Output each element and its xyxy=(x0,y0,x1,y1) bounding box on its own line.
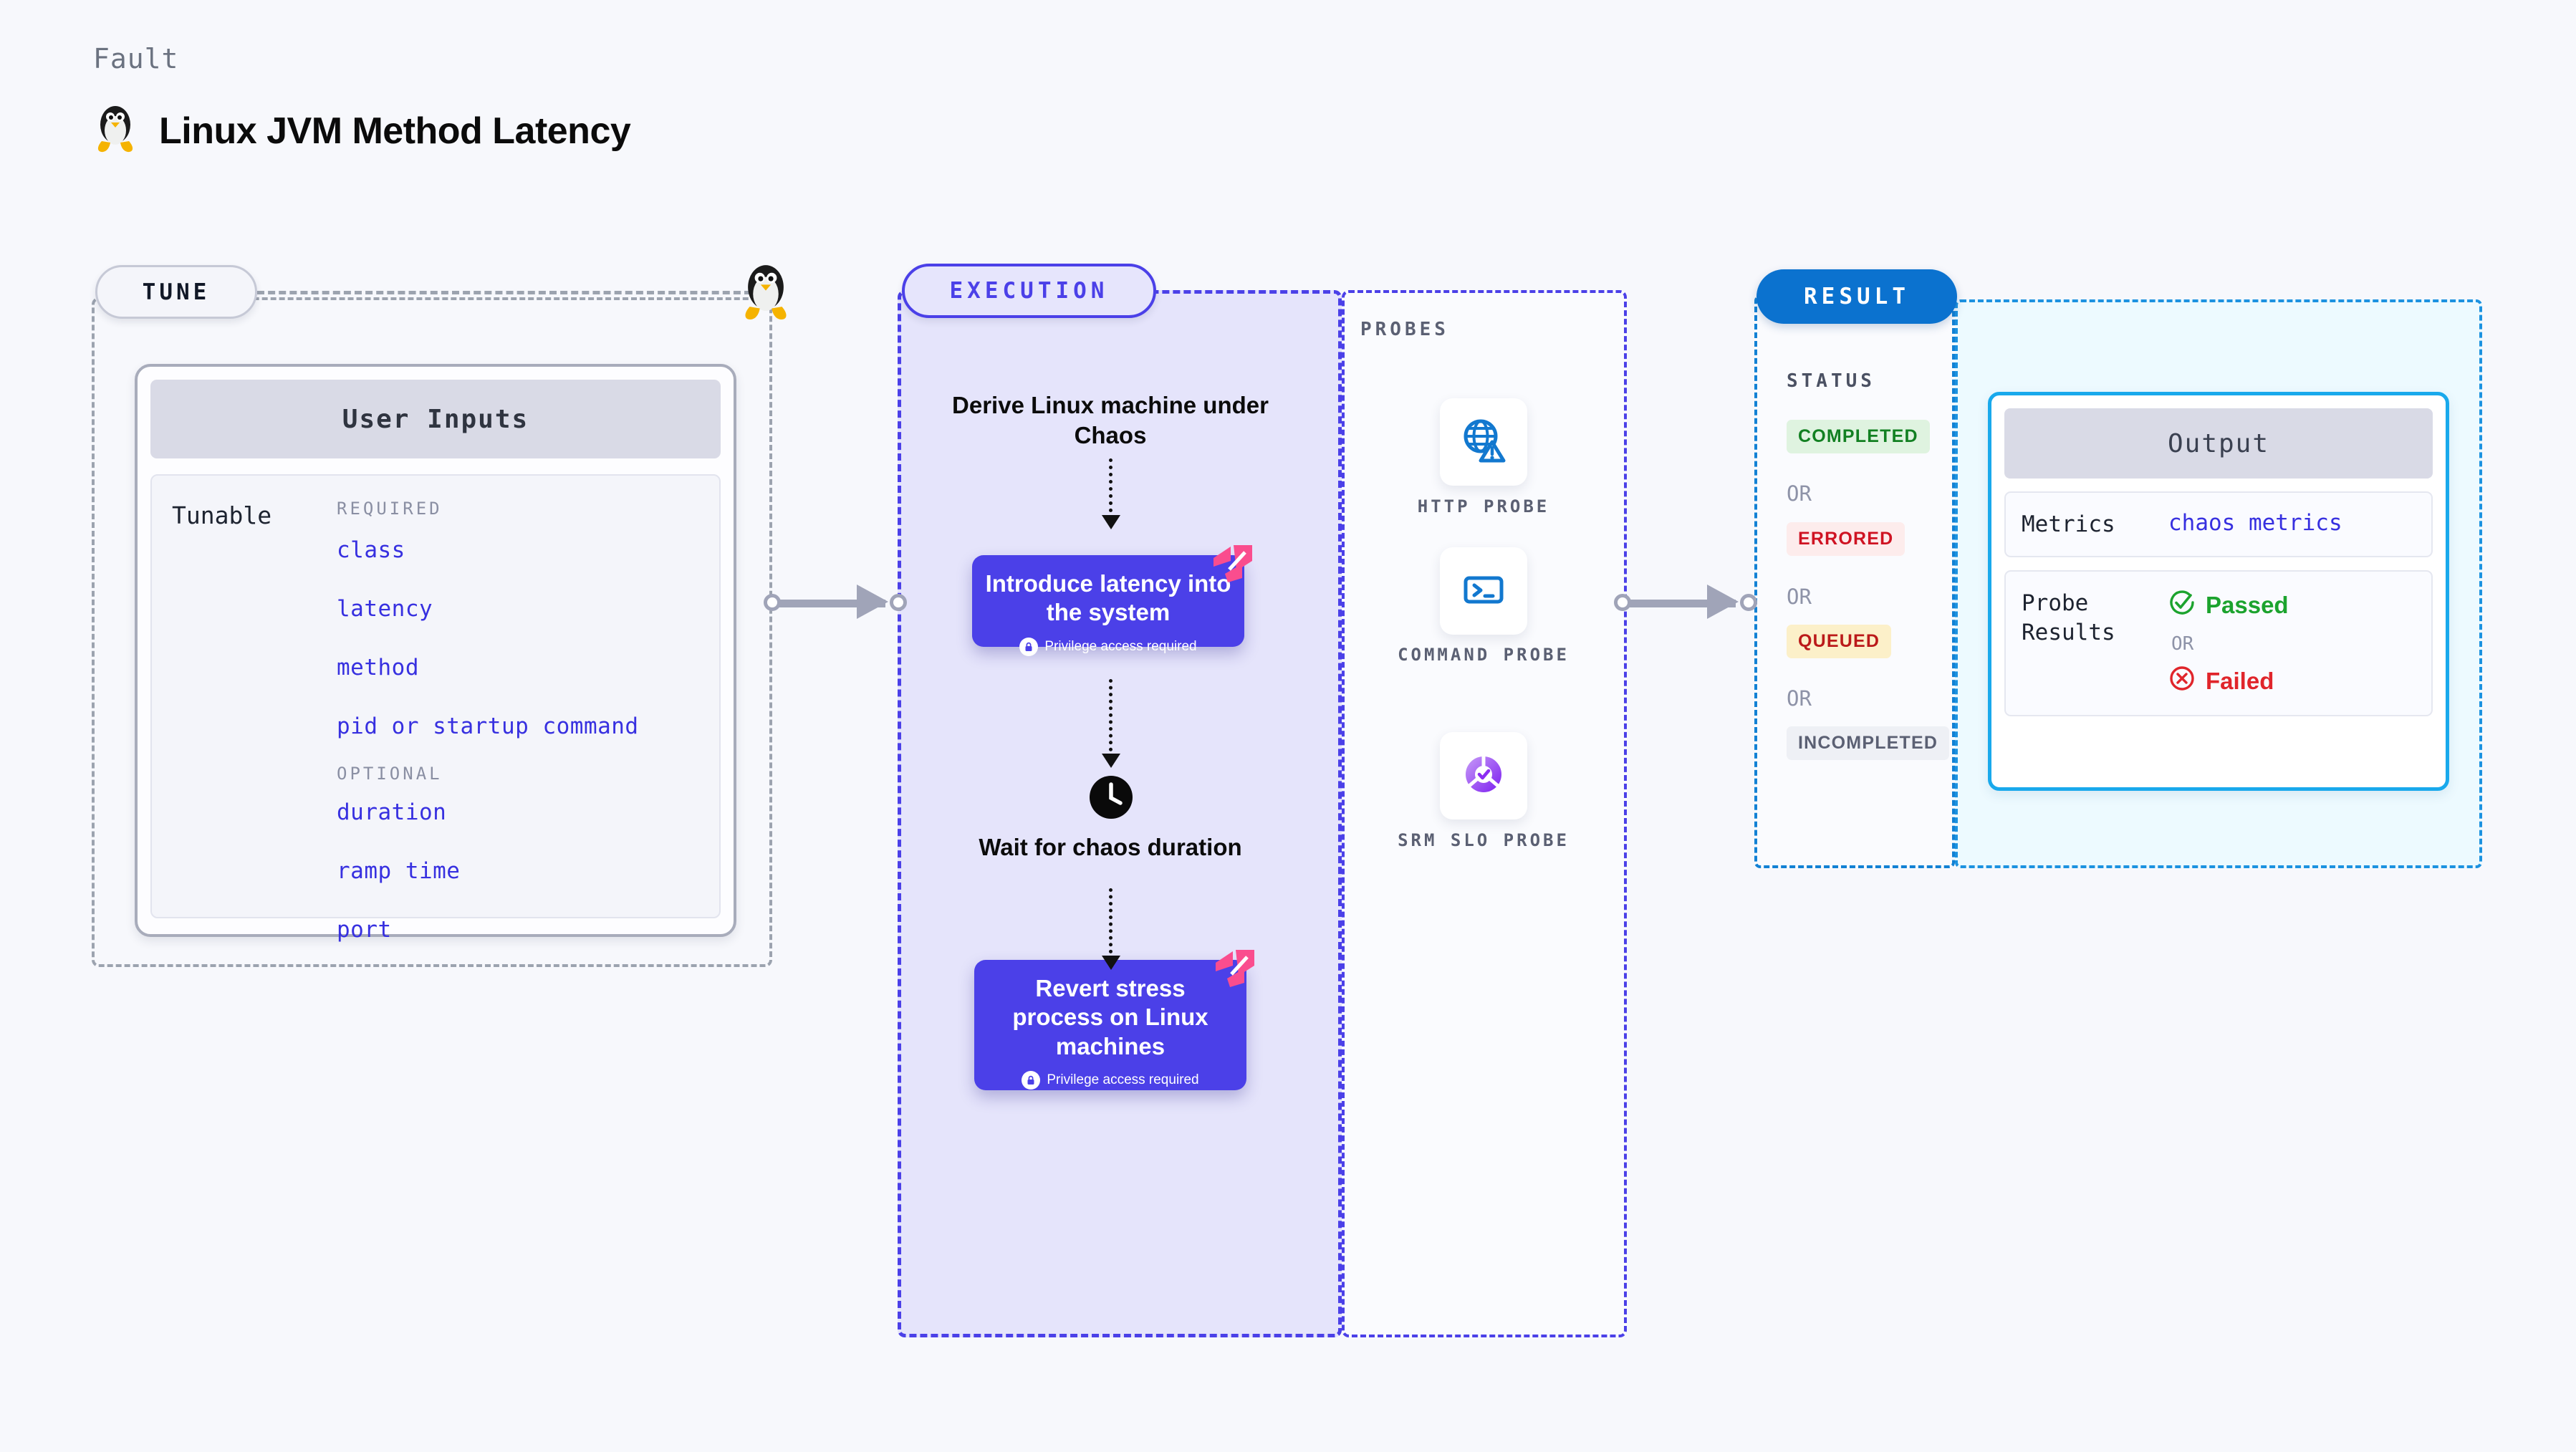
connector-probes-to-result xyxy=(1614,577,1757,627)
tunable-item-class[interactable]: class xyxy=(337,537,405,563)
check-circle-icon xyxy=(2168,589,2196,622)
probe-tile-srm-slo[interactable] xyxy=(1440,732,1527,819)
probe-result-failed-label: Failed xyxy=(2206,668,2274,695)
connector-tune-to-execution xyxy=(764,577,907,627)
output-probe-results-values: Passed OR Failed xyxy=(2168,589,2289,698)
probe-result-passed: Passed xyxy=(2168,589,2289,622)
execution-pill-label: EXECUTION xyxy=(902,264,1156,318)
execution-step-1-label: Derive Linux machine under Chaos xyxy=(952,392,1269,449)
optional-group-header: OPTIONAL xyxy=(337,764,443,784)
status-badge-incompleted: INCOMPLETED xyxy=(1787,726,1950,760)
user-inputs-title: User Inputs xyxy=(150,380,721,458)
flow-arrow-3 xyxy=(1102,888,1120,970)
status-badge-errored: ERRORED xyxy=(1787,522,1905,556)
status-badge-completed: COMPLETED xyxy=(1787,420,1930,453)
harness-logo-icon xyxy=(1214,947,1259,989)
status-or-3: OR xyxy=(1787,686,1812,711)
status-or-2: OR xyxy=(1787,585,1812,609)
page-title: Linux JVM Method Latency xyxy=(159,110,631,152)
required-group-header: REQUIRED xyxy=(337,499,443,519)
execution-step-2-card[interactable]: Introduce latency into the system Privil… xyxy=(972,555,1244,656)
tune-connector-line xyxy=(257,291,751,294)
execution-step-2-note: Privilege access required xyxy=(1044,638,1197,654)
x-circle-icon xyxy=(2168,665,2196,698)
output-metrics-key: Metrics xyxy=(2022,511,2115,537)
tune-section xyxy=(92,297,772,967)
linux-penguin-icon xyxy=(738,260,794,324)
title-row: Linux JVM Method Latency xyxy=(93,102,631,160)
status-or-1: OR xyxy=(1787,481,1812,506)
clock-icon xyxy=(1089,775,1133,819)
probe-tile-http[interactable] xyxy=(1440,398,1527,486)
result-section xyxy=(1754,295,1955,868)
connector-end-dot xyxy=(890,594,907,611)
slo-check-icon xyxy=(1458,749,1509,804)
probe-result-failed: Failed xyxy=(2168,665,2289,698)
connector-shaft xyxy=(778,600,885,607)
probe-label-http: HTTP PROBE xyxy=(1417,496,1550,516)
probes-title: PROBES xyxy=(1360,319,1449,340)
tunable-item-port[interactable]: port xyxy=(337,917,392,943)
status-title: STATUS xyxy=(1787,370,1875,392)
user-inputs-card: User Inputs Tunable REQUIRED class laten… xyxy=(135,364,736,943)
page-header: Fault Linux JVM Method Latency xyxy=(93,43,631,160)
probe-tile-command[interactable] xyxy=(1440,547,1527,635)
page-kicker: Fault xyxy=(93,43,179,74)
linux-penguin-icon xyxy=(93,102,138,160)
probe-label-srm-slo: SRM SLO PROBE xyxy=(1398,830,1570,850)
execution-step-4-note: Privilege access required xyxy=(1047,1072,1199,1087)
lock-icon xyxy=(1019,637,1039,656)
tunable-item-duration[interactable]: duration xyxy=(337,799,447,825)
flow-arrow-2 xyxy=(1102,679,1120,768)
connector-arrowhead xyxy=(857,585,888,619)
result-pill-label: RESULT xyxy=(1756,269,1957,324)
output-metrics-value[interactable]: chaos metrics xyxy=(2168,510,2342,536)
tunable-item-pid-or-startup-command[interactable]: pid or startup command xyxy=(337,713,639,739)
connector-shaft xyxy=(1628,600,1736,607)
probe-result-or: OR xyxy=(2171,633,2194,655)
execution-step-4-note-row: Privilege access required xyxy=(987,1070,1234,1090)
tunable-item-method[interactable]: method xyxy=(337,655,419,681)
probe-label-command: COMMAND PROBE xyxy=(1398,645,1570,665)
harness-logo-icon xyxy=(1212,542,1256,584)
execution-step-3-label: Wait for chaos duration xyxy=(979,834,1242,860)
tunable-item-latency[interactable]: latency xyxy=(337,596,433,622)
execution-step-2-note-row: Privilege access required xyxy=(985,637,1231,656)
connector-end-dot xyxy=(1740,594,1757,611)
tunable-panel: Tunable REQUIRED class latency method pi… xyxy=(150,474,721,943)
tunable-list: REQUIRED class latency method pid or sta… xyxy=(337,499,719,943)
lock-icon xyxy=(1022,1070,1041,1090)
tune-pill-label: TUNE xyxy=(95,265,257,319)
output-probe-results-key: Probe Results xyxy=(2022,590,2115,645)
probe-result-passed-label: Passed xyxy=(2206,592,2289,619)
connector-arrowhead xyxy=(1707,585,1739,619)
execution-step-2-title: Introduce latency into the system xyxy=(985,570,1231,626)
output-row-probe-results: Probe Results Passed OR xyxy=(2004,570,2433,717)
flow-arrow-1 xyxy=(1102,458,1120,529)
execution-step-4-title: Revert stress process on Linux machines xyxy=(1012,975,1208,1059)
status-badge-queued: QUEUED xyxy=(1787,625,1892,658)
tunable-label: Tunable xyxy=(172,501,272,529)
tunable-item-ramp-time[interactable]: ramp time xyxy=(337,858,461,884)
terminal-icon xyxy=(1458,564,1509,619)
execution-step-4-card[interactable]: Revert stress process on Linux machines … xyxy=(974,960,1246,1090)
globe-warning-icon xyxy=(1458,415,1509,470)
output-title: Output xyxy=(2004,408,2433,479)
output-card: Output Metrics chaos metrics Probe Resul… xyxy=(1988,392,2449,791)
output-row-metrics: Metrics chaos metrics xyxy=(2004,491,2433,558)
